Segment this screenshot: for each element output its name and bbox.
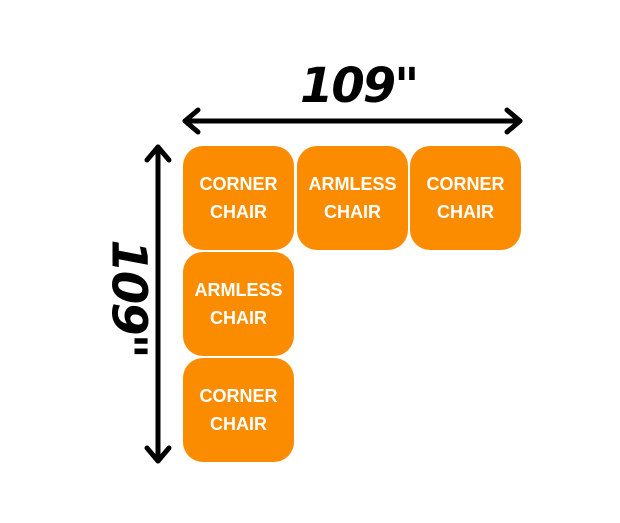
piece-label: CHAIR (210, 308, 267, 328)
piece-label: CHAIR (437, 202, 494, 222)
depth-arrow (144, 144, 172, 464)
piece-label: CHAIR (324, 202, 381, 222)
piece-label: ARMLESS (194, 280, 283, 300)
armless-chair-piece: ARMLESS CHAIR (183, 252, 294, 356)
corner-chair-piece: CORNER CHAIR (183, 146, 294, 250)
piece-label: CORNER (426, 174, 505, 194)
depth-label: 109" (100, 239, 157, 357)
width-arrow (182, 107, 523, 135)
piece-label: CORNER (199, 174, 278, 194)
piece-label: CHAIR (210, 414, 267, 434)
corner-chair-piece: CORNER CHAIR (410, 146, 521, 250)
width-label: 109" (300, 58, 419, 114)
armless-chair-piece: ARMLESS CHAIR (297, 146, 408, 250)
piece-label: CHAIR (210, 202, 267, 222)
piece-label: CORNER (199, 386, 278, 406)
piece-label: ARMLESS (308, 174, 397, 194)
corner-chair-piece: CORNER CHAIR (183, 358, 294, 462)
